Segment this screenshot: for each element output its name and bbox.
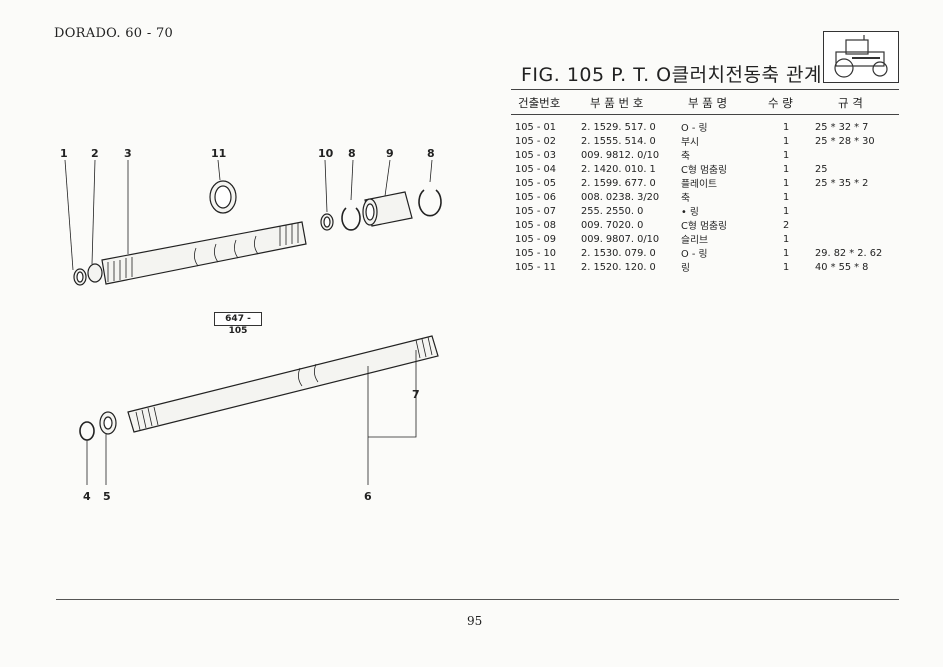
table-header-rule — [511, 114, 899, 115]
footer-rule — [56, 599, 899, 600]
table-cell — [815, 218, 895, 232]
table-cell: 1 — [783, 149, 790, 161]
table-row: 105 - 04 2. 1420. 010. 1 C형 멈춤링 1 25 — [515, 162, 895, 177]
col-head-part-no: 부 품 번 호 — [590, 96, 644, 110]
snap-ring-4 — [79, 421, 95, 441]
table-cell: 105 - 05 — [515, 177, 556, 189]
table-cell: 1 — [783, 261, 790, 273]
table-cell: 축 — [681, 193, 691, 204]
table-row: 105 - 06 008. 0238. 3/20 축 1 — [515, 190, 895, 205]
page-number: 95 — [467, 614, 483, 628]
table-row: 105 - 02 2. 1555. 514. 0 부시 1 25 * 28 * 30 — [515, 134, 895, 149]
table-cell — [815, 190, 895, 204]
table-cell: 29. 82 * 2. 62 — [815, 247, 883, 259]
table-cell: 105 - 09 — [515, 233, 556, 245]
table-cell: 링 — [681, 263, 691, 274]
table-top-rule — [511, 89, 899, 90]
col-head-part-name: 부 품 명 — [688, 96, 728, 110]
table-cell: 105 - 06 — [515, 191, 556, 203]
callout-8a: 8 — [348, 147, 356, 160]
table-cell: O - 링 — [681, 249, 708, 260]
table-cell: 105 - 10 — [515, 247, 556, 259]
table-cell: 축 — [681, 151, 691, 162]
callout-3: 3 — [124, 147, 132, 160]
table-cell: 105 - 11 — [515, 261, 556, 273]
table-cell: 2. 1529. 517. 0 — [581, 121, 656, 133]
table-cell: 1 — [783, 163, 790, 175]
table-cell: 2. 1530. 079. 0 — [581, 247, 656, 259]
callout-8b: 8 — [427, 147, 435, 160]
exploded-parts-drawing: 1 2 3 11 10 8 9 8 7 6 4 5 — [60, 147, 442, 503]
table-cell: • 링 — [681, 207, 699, 218]
table-cell: 1 — [783, 121, 790, 133]
table-cell: 25 — [815, 163, 828, 175]
callout-4: 4 — [83, 490, 91, 503]
table-cell: 부시 — [681, 137, 700, 148]
table-cell: C형 멈춤링 — [681, 221, 728, 232]
figure-title: FIG. 105 P. T. O클러치전동축 관계 — [521, 64, 822, 86]
table-row: 105 - 10 2. 1530. 079. 0 O - 링 1 29. 82 * 2.… — [515, 246, 895, 261]
table-cell: 1 — [783, 191, 790, 203]
table-cell: 1 — [783, 233, 790, 245]
table-cell — [815, 148, 895, 162]
table-cell: 105 - 07 — [515, 205, 556, 217]
table-cell: 009. 7020. 0 — [581, 219, 644, 231]
table-cell: C형 멈춤링 — [681, 165, 728, 176]
table-cell: 25 * 28 * 30 — [815, 135, 875, 147]
figure-reference-label: 647 - 105 — [214, 312, 262, 336]
callout-9: 9 — [386, 147, 394, 160]
table-row: 105 - 01 2. 1529. 517. 0 O - 링 1 25 * 32 * 7 — [515, 120, 895, 135]
table-cell: 25 * 35 * 2 — [815, 177, 869, 189]
table-cell: 105 - 03 — [515, 149, 556, 161]
table-cell: 105 - 08 — [515, 219, 556, 231]
table-cell: 플레이트 — [681, 179, 718, 190]
table-row: 105 - 07 255. 2550. 0 • 링 1 — [515, 204, 895, 219]
table-cell: 슬리브 — [681, 235, 709, 246]
shaft-upper — [101, 221, 307, 285]
table-cell: 105 - 02 — [515, 135, 556, 147]
snap-ring-8a — [341, 207, 361, 231]
table-cell: 25 * 32 * 7 — [815, 121, 869, 133]
table-row: 105 - 03 009. 9812. 0/10 축 1 — [515, 148, 895, 163]
table-cell: 009. 9812. 0/10 — [581, 149, 660, 161]
table-cell: 1 — [783, 177, 790, 189]
table-cell — [815, 204, 895, 218]
table-cell — [815, 232, 895, 246]
callout-5: 5 — [103, 490, 111, 503]
table-cell: 2. 1420. 010. 1 — [581, 163, 656, 175]
callout-1: 1 — [60, 147, 68, 160]
callout-2: 2 — [91, 147, 99, 160]
table-cell: 2. 1520. 120. 0 — [581, 261, 656, 273]
table-cell: 255. 2550. 0 — [581, 205, 644, 217]
model-header: DORADO. 60 - 70 — [54, 26, 174, 41]
bush-upper — [87, 263, 103, 283]
table-cell: 40 * 55 * 8 — [815, 261, 869, 273]
table-cell: 008. 0238. 3/20 — [581, 191, 660, 203]
table-cell: O - 링 — [681, 123, 708, 134]
table-cell: 105 - 04 — [515, 163, 556, 175]
table-row: 105 - 08 009. 7020. 0 C형 멈춤링 2 — [515, 218, 895, 233]
col-head-spec: 규 격 — [838, 96, 863, 110]
table-cell: 2. 1599. 677. 0 — [581, 177, 656, 189]
table-cell: 2 — [783, 219, 790, 231]
snap-ring-8b — [418, 189, 442, 217]
table-row: 105 - 05 2. 1599. 677. 0 플레이트 1 25 * 35 * 2 — [515, 176, 895, 191]
table-cell: 1 — [783, 205, 790, 217]
table-cell: 105 - 01 — [515, 121, 556, 133]
table-cell: 2. 1555. 514. 0 — [581, 135, 656, 147]
callout-6: 6 — [364, 490, 372, 503]
col-head-ref: 건출번호 — [518, 96, 561, 110]
col-head-qty: 수 량 — [768, 96, 793, 110]
shaft-lower — [127, 335, 439, 433]
tractor-icon — [823, 31, 899, 83]
parts-table: 105 - 01 2. 1529. 517. 0 O - 링 1 25 * 32 * 7… — [515, 120, 895, 275]
table-cell: 1 — [783, 247, 790, 259]
callout-7: 7 — [412, 388, 420, 401]
callout-10: 10 — [318, 147, 334, 160]
table-row: 105 - 09 009. 9807. 0/10 슬리브 1 — [515, 232, 895, 247]
table-cell: 1 — [783, 135, 790, 147]
table-cell: 009. 9807. 0/10 — [581, 233, 660, 245]
callout-11: 11 — [211, 147, 226, 160]
table-row: 105 - 11 2. 1520. 120. 0 링 1 40 * 55 * 8 — [515, 260, 895, 275]
